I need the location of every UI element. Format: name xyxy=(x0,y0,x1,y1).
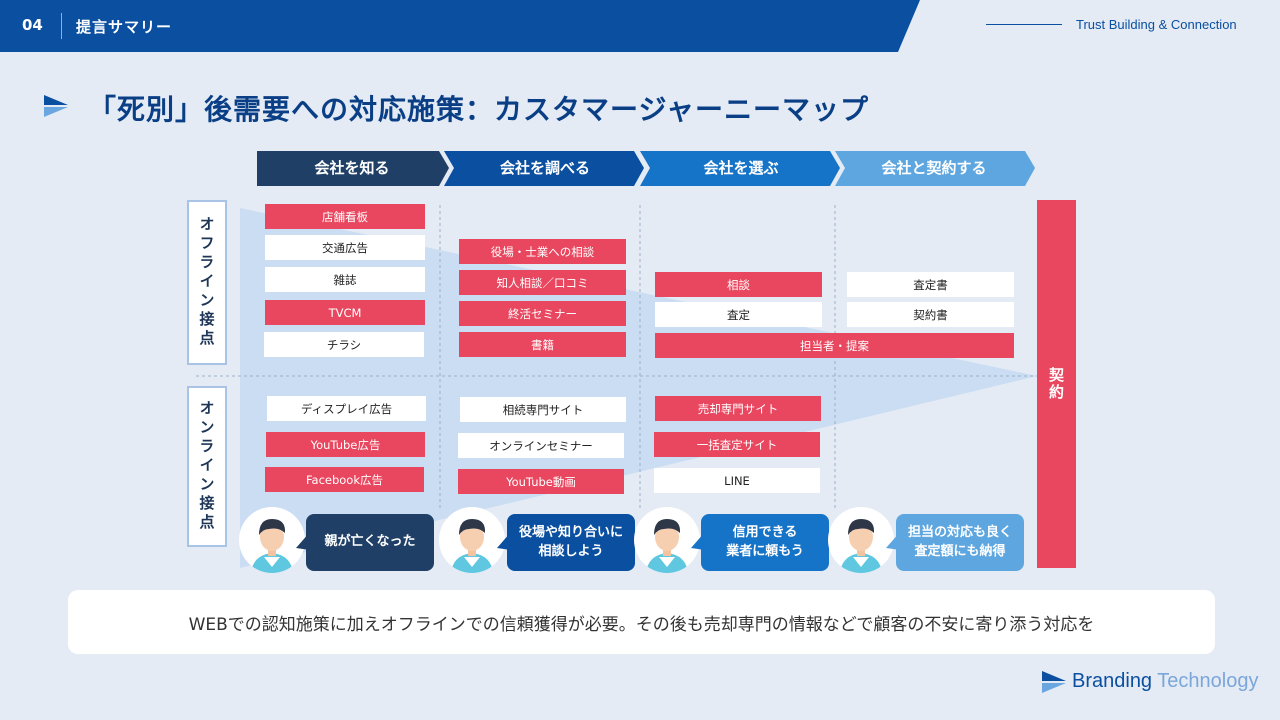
persona-bubble: 信用できる 業者に頼もう xyxy=(701,514,829,571)
persona-bubble: 担当の対応も良く 査定額にも納得 xyxy=(896,514,1024,571)
touchpoint: 終活セミナー xyxy=(459,301,626,326)
person-icon xyxy=(451,519,493,573)
persona-bubble: 親が亡くなった xyxy=(306,514,434,571)
touchpoint: 役場・士業への相談 xyxy=(459,239,626,264)
touchpoint: 店舗看板 xyxy=(265,204,425,229)
person-avatar xyxy=(828,507,894,573)
touchpoint: 売却専門サイト xyxy=(655,396,821,421)
bubble-tail xyxy=(296,532,310,550)
person-icon xyxy=(251,519,293,573)
touchpoint: YouTube広告 xyxy=(266,432,425,457)
touchpoint: 査定書 xyxy=(847,272,1014,297)
person-avatar xyxy=(239,507,305,573)
touchpoint: 査定 xyxy=(655,302,822,327)
touchpoint: 相続専門サイト xyxy=(460,397,626,422)
row-label-offline: オフライン接点 xyxy=(187,200,227,365)
page-title: 「死別」後需要への対応施策：カスタマージャーニーマップ xyxy=(88,93,870,126)
brand-logo: Branding Technology xyxy=(1072,670,1259,692)
bubble-tail xyxy=(886,532,900,550)
touchpoint: 知人相談／口コミ xyxy=(459,270,626,295)
stage-chevron-2 xyxy=(444,151,644,186)
bubble-tail xyxy=(497,532,511,550)
touchpoint: チラシ xyxy=(264,332,424,357)
person-icon xyxy=(646,519,688,573)
touchpoint: 交通広告 xyxy=(265,235,425,260)
touchpoint: Facebook広告 xyxy=(265,467,424,492)
header-separator xyxy=(61,13,62,39)
funnel-shape xyxy=(240,208,1037,568)
stage-label-choose: 会社を選ぶ xyxy=(703,159,779,177)
stage-chevron-3 xyxy=(640,151,840,186)
person-avatar xyxy=(439,507,505,573)
person-avatar xyxy=(634,507,700,573)
summary-message: WEBでの認知施策に加えオフラインでの信頼獲得が必要。その後も売却専門の情報など… xyxy=(68,590,1215,654)
row-label-online: オンライン接点 xyxy=(187,386,227,547)
touchpoint: TVCM xyxy=(265,300,425,325)
persona-bubble: 役場や知り合いに 相談しよう xyxy=(507,514,635,571)
touchpoint: 相談 xyxy=(655,272,822,297)
tagline: Trust Building & Connection xyxy=(1076,17,1237,32)
section-number: 04 xyxy=(22,16,43,34)
bubble-tail xyxy=(691,532,705,550)
logo-icon xyxy=(1042,671,1066,693)
touchpoint: 契約書 xyxy=(847,302,1014,327)
stage-chevrons xyxy=(257,151,1035,186)
touchpoint: YouTube動画 xyxy=(458,469,624,494)
stage-chevron-4 xyxy=(835,151,1035,186)
touchpoint: 雑誌 xyxy=(265,267,425,292)
contract-bar: 契約 xyxy=(1037,200,1076,568)
section-title: 提言サマリー xyxy=(76,18,173,36)
header-band xyxy=(0,0,920,52)
touchpoint: 一括査定サイト xyxy=(654,432,820,457)
touchpoint: ディスプレイ広告 xyxy=(267,396,426,421)
touchpoint-shared: 担当者・提案 xyxy=(655,333,1014,358)
brand-arrow-icon xyxy=(44,95,68,117)
person-icon xyxy=(840,519,882,573)
touchpoint: LINE xyxy=(654,468,820,493)
stage-label-contract: 会社と契約する xyxy=(881,159,987,177)
touchpoint: オンラインセミナー xyxy=(458,433,624,458)
stage-label-research: 会社を調べる xyxy=(499,159,590,177)
stage-chevron-1 xyxy=(257,151,449,186)
stage-label-know: 会社を知る xyxy=(314,159,390,177)
touchpoint: 書籍 xyxy=(459,332,626,357)
tagline-rule xyxy=(986,24,1062,25)
